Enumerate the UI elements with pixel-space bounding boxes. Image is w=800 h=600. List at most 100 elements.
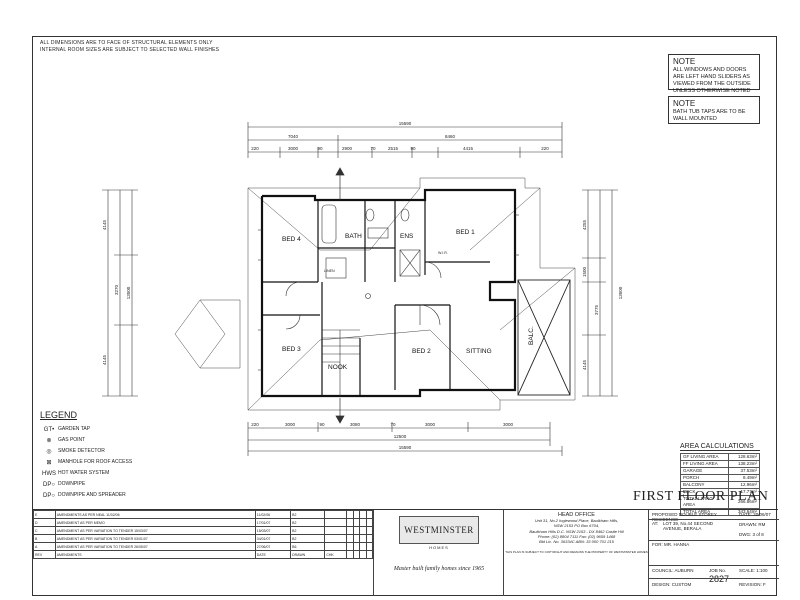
company-logo: WESTMINSTER HOMES Master built family ho…: [373, 510, 504, 596]
area-value: 12.96m²: [728, 481, 760, 489]
job-label: JOB No.: [709, 568, 727, 573]
at-label: AT:: [652, 521, 659, 526]
manhole-icon: ⊠: [46, 460, 52, 466]
area-value: 8.49m²: [728, 474, 760, 482]
area-label: GF LIVING AREA: [680, 453, 729, 461]
legend-text: MANHOLE FOR ROOF ACCESS: [58, 459, 133, 465]
rev-desc: AMENDMENT AS PER VARIATION TO TENDER 26/…: [54, 542, 256, 551]
dim-top-b: 8460: [445, 134, 456, 139]
company-tagline: Master built family homes since 1965: [393, 566, 485, 572]
drawn-value: RM: [758, 522, 766, 527]
legend-item: DP○DOWNPIPE: [40, 479, 180, 490]
rev-date: 15/03/07: [254, 526, 292, 535]
legend-title: LEGEND: [40, 410, 78, 420]
rev-header: DATE: [254, 550, 292, 559]
dim-bottom-c0: 220: [251, 422, 259, 427]
at-value: LOT 39, No.44 SECOND AVENUE, BERALA: [663, 521, 713, 531]
smoke-detector-icon: ◎: [46, 449, 52, 455]
rev-by: B2: [290, 510, 326, 519]
rev-no: B: [33, 534, 56, 543]
for-value: MR. HANNA: [664, 542, 690, 547]
company-name: WESTMINSTER: [399, 516, 479, 544]
legend-item: ◎ SMOKE DETECTOR: [40, 446, 180, 457]
legend-text: SMOKE DETECTOR: [58, 448, 105, 454]
rev-header: DRAWN: [290, 550, 326, 559]
dim-left-0: 4145: [102, 219, 107, 230]
dim-top-c6: 90: [410, 146, 416, 151]
dim-top-c7: 4415: [463, 146, 474, 151]
note-box-bath: NOTE BATH TUB TAPS ARE TO BE WALL MOUNTE…: [668, 96, 760, 124]
for-label: FOR:: [652, 542, 663, 547]
dim-right-2: 3775: [594, 304, 599, 315]
rev-desc: AMENDMENTS AS PER NEAL 11/02/06: [54, 510, 256, 519]
note-line: INTERNAL ROOM SIZES ARE SUBJECT TO SELEC…: [40, 47, 220, 53]
rev-date: 11/02/06: [254, 510, 292, 519]
rev-no: A: [33, 542, 56, 551]
area-value: 37.53m²: [728, 467, 760, 475]
dim-top-c4: 70: [370, 146, 376, 151]
rev-date: 04/01/07: [254, 534, 292, 543]
rev-no: C: [33, 526, 56, 535]
office-line: Baulkham Hills D.C. NSW 2153 - DX 8462 C…: [529, 528, 624, 534]
legend-text: DOWNPIPE AND SPREADER: [58, 492, 126, 498]
room-bed2: BED 2: [412, 348, 431, 355]
general-notes: ALL DIMENSIONS ARE TO FACE OF STRUCTURAL…: [40, 40, 219, 54]
dim-bottom-c1: 3000: [285, 422, 296, 427]
project-details: PROPOSED DOUBLE STOREY RESIDENCE DATE: 2…: [648, 510, 779, 596]
dim-top-c5: 2515: [388, 146, 399, 151]
legend-text: GAS POINT: [58, 437, 86, 443]
revision-value: F: [763, 582, 766, 587]
dim-right-1: 1500: [582, 266, 587, 277]
rev-date: 17/01/07: [254, 518, 292, 527]
downpipe-icon: DP○: [43, 481, 55, 488]
office-line: NSW 2153 PO Box 6704,: [553, 523, 600, 529]
room-ens: ENS: [400, 233, 414, 240]
rev-desc: AMENDMENT AS PER VARIATION TO TENDER 03/…: [54, 534, 256, 543]
room-balcony: BALC.: [528, 326, 535, 345]
room-sitting: SITTING: [466, 348, 492, 355]
design-label: DESIGN:: [652, 582, 671, 587]
dim-top-c0: 220: [251, 146, 259, 151]
dim-top-c1: 3000: [288, 146, 299, 151]
area-value: 128.63m²: [728, 453, 760, 461]
head-office: HEAD OFFICE Unit 31, No.2 Inglewood Plac…: [503, 510, 649, 596]
rev-date: 27/06/07: [254, 542, 292, 551]
dim-top-c2: 90: [317, 146, 323, 151]
note-box-windows: NOTE ALL WINDOWS AND DOORS ARE LEFT HAND…: [668, 54, 760, 94]
garden-tap-icon: GT•: [43, 426, 55, 433]
dim-bottom-c3: 3080: [350, 422, 361, 427]
date-label: DATE:: [739, 512, 752, 517]
rev-desc: AMENDMENT AS PER MEMO: [54, 518, 256, 527]
office-line: Unit 31, No.2 Inglewood Place, Baulkham …: [534, 518, 619, 524]
date-value: 20/06/07: [753, 512, 771, 517]
gas-point-icon: ⊗: [46, 438, 52, 444]
legend: LEGEND GT•GARDEN TAP ⊗ GAS POINT ◎ SMOKE D…: [40, 410, 180, 501]
hot-water-icon: HWS: [42, 470, 56, 477]
scale-label: SCALE:: [739, 568, 756, 573]
dim-right-0: 4255: [582, 219, 587, 230]
legend-item: DP○DOWNPIPE AND SPREADER: [40, 490, 180, 501]
office-title: HEAD OFFICE: [558, 512, 595, 518]
rev-by: B2: [290, 526, 326, 535]
note-text: BATH TUB TAPS ARE TO BE WALL MOUNTED: [673, 109, 746, 122]
dim-bottom-c5: 3000: [425, 422, 436, 427]
company-sub: HOMES: [429, 545, 449, 550]
legend-item: ⊗ GAS POINT: [40, 435, 180, 446]
drawing-border: [32, 36, 777, 596]
note-title: NOTE: [673, 57, 696, 66]
dim-top-a: 7040: [288, 134, 299, 139]
dim-top-c3: 2900: [342, 146, 353, 151]
design-value: CUSTOM: [671, 582, 692, 587]
office-line: Bld Lic. No. 36334C ABN: 33 000 701 215: [539, 539, 614, 545]
legend-text: GARDEN TAP: [58, 426, 91, 432]
